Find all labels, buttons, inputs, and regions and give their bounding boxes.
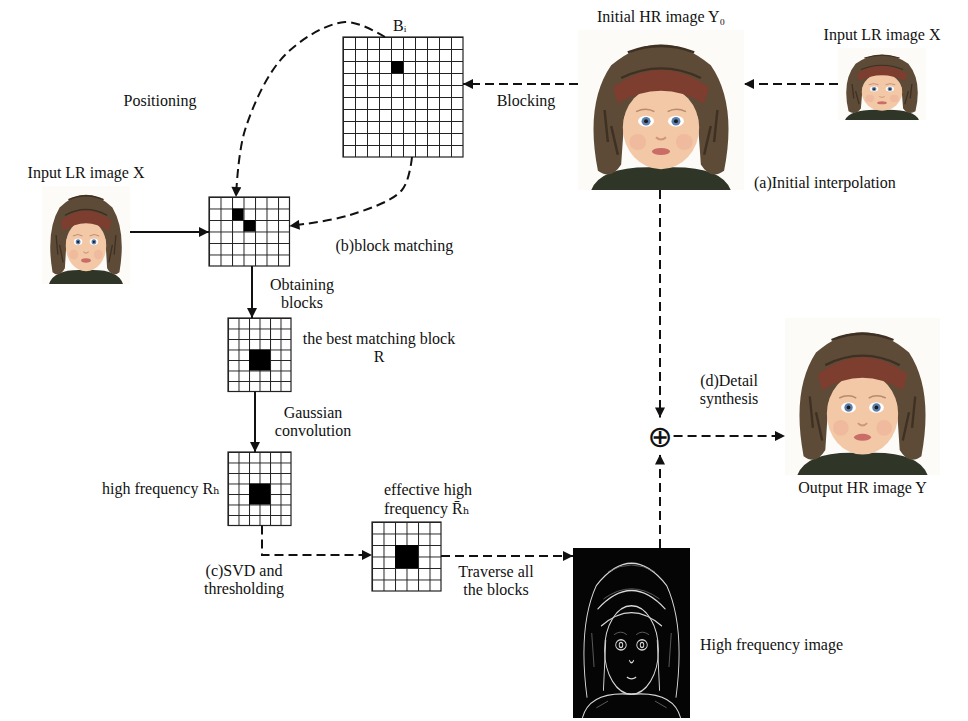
lr-photo (838, 48, 926, 120)
node-caption: Input LR image X (824, 26, 941, 44)
flow-arrow (659, 190, 661, 418)
output-image: Output HR image Y (785, 318, 940, 475)
flow-arrow (262, 526, 372, 556)
selected-block (249, 350, 270, 371)
flow-arrow (130, 231, 209, 233)
edge-label: (c)SVD and thresholding (186, 562, 302, 599)
selected-block (391, 61, 403, 73)
flow-arrow (744, 83, 838, 85)
input-image: Input LR image X (42, 186, 130, 284)
lr-photo (42, 186, 130, 284)
high-frequency-photo (573, 548, 690, 718)
flow-arrow (441, 555, 573, 557)
sum-symbol-glyph: ⊕ (646, 418, 673, 455)
edge-label: Obtaining blocks (264, 276, 340, 313)
flow-arrow (254, 392, 256, 453)
edge-label: (d)Detail synthesis (684, 372, 774, 409)
selected-block (244, 220, 256, 232)
node-caption: Bᵢ (393, 17, 406, 35)
step-label: (a)Initial interpolation (752, 174, 898, 192)
effective-block: effective high frequency R̄ₕ (372, 522, 441, 591)
high-frequency-image: High frequency image (573, 548, 690, 718)
node-caption: high frequency Rₕ (102, 480, 220, 498)
high-frequency-block: high frequency Rₕ (228, 452, 291, 526)
flow-arrow (251, 266, 253, 318)
node-caption: Initial HR image Y₀ (597, 8, 725, 26)
matching-block: the best matching block R (228, 318, 291, 392)
block-grid (209, 197, 290, 266)
block-grid (372, 522, 441, 591)
node-caption: (b)block matching (336, 237, 454, 255)
flow-arrow (290, 157, 413, 226)
block-grid (228, 452, 291, 526)
output-photo (785, 318, 940, 475)
flow-arrow (236, 22, 385, 197)
block-grid (343, 37, 463, 157)
flow-arrow (659, 455, 661, 549)
node-caption: the best matching block R (300, 330, 458, 367)
flow-arrow (674, 435, 785, 437)
sum-symbol: ⊕ (646, 418, 673, 455)
edge-label: Gaussian convolution (268, 404, 358, 441)
node-caption: High frequency image (700, 636, 843, 654)
drawing-part (130, 22, 838, 556)
input-image: Input LR image X (838, 48, 926, 120)
hr-photo (578, 30, 744, 190)
node-caption: effective high frequency R̄ₕ (384, 481, 484, 518)
selected-block (249, 484, 270, 505)
initial-hr-image: Initial HR image Y₀ (578, 30, 744, 190)
block-grid: Bᵢ (343, 37, 463, 157)
selected-block (395, 545, 418, 568)
block-grid (228, 318, 291, 392)
node-caption: Input LR image X (28, 164, 145, 182)
edge-label: Positioning (112, 92, 208, 110)
node-caption: Output HR image Y (798, 479, 927, 497)
edge-label: Blocking (488, 92, 564, 110)
matching-grid: (b)block matching (209, 197, 290, 266)
selected-block (232, 209, 244, 221)
edge-label: Traverse all the blocks (448, 563, 544, 600)
flow-arrow (463, 83, 578, 85)
